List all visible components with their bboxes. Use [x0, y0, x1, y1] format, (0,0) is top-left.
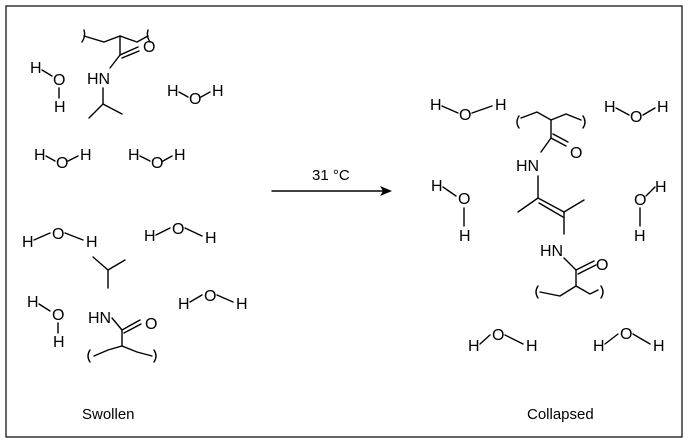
nipam-unit-top: O HN — [81, 29, 155, 119]
hydrogen-atom: H — [80, 147, 92, 164]
water-molecule: H O H — [178, 288, 248, 313]
swollen-caption: Swollen — [82, 406, 135, 423]
hydrogen-atom: H — [655, 179, 667, 196]
hydrogen-atom: H — [178, 296, 190, 313]
hydrogen-atom: H — [212, 83, 224, 100]
water-molecule: H O H — [431, 178, 471, 245]
oxygen-atom: O — [570, 145, 582, 162]
hydrogen-atom: H — [54, 99, 66, 116]
hydrogen-atom: H — [53, 334, 65, 351]
hydrogen-atom: H — [653, 338, 665, 355]
swollen-state: H O H O HN H O H — [22, 29, 248, 423]
hydrogen-atom: H — [86, 234, 98, 251]
hydrogen-atom: H — [128, 147, 140, 164]
amide-nh-label: HN — [88, 310, 111, 327]
reaction-arrow: 31 °C — [271, 167, 392, 196]
water-molecule: H O H — [27, 294, 65, 351]
water-molecule: H O H — [604, 99, 669, 126]
water-molecule: H O H — [144, 221, 217, 247]
hydrogen-atom: H — [468, 338, 480, 355]
hydrogen-atom: H — [657, 99, 669, 116]
water-molecule: H O H — [593, 326, 665, 355]
oxygen-atom: O — [492, 327, 504, 344]
hydrogen-atom: H — [144, 228, 156, 245]
collapsed-caption: Collapsed — [527, 406, 594, 423]
hydrogen-atom: H — [27, 294, 39, 311]
water-molecule: H O H — [430, 97, 507, 124]
hydrogen-atom: H — [22, 234, 34, 251]
oxygen-atom: O — [145, 316, 157, 333]
oxygen-atom: O — [634, 192, 646, 209]
oxygen-atom: O — [52, 226, 64, 243]
water-molecule: H O H — [167, 83, 224, 108]
oxygen-atom: O — [204, 288, 216, 305]
amide-nh-label: HN — [540, 243, 563, 260]
water-molecule: H O H — [634, 179, 667, 245]
hydrogen-atom: H — [459, 228, 471, 245]
hydrogen-atom: H — [167, 83, 179, 100]
water-molecule: H O H — [34, 147, 92, 172]
amide-nh-label: HN — [87, 71, 110, 88]
amide-nh-label: HN — [516, 158, 539, 175]
oxygen-atom: O — [459, 107, 471, 124]
water-molecule: H O H — [30, 60, 66, 116]
hydrogen-atom: H — [431, 178, 443, 195]
oxygen-atom: O — [189, 91, 201, 108]
hydrogen-atom: H — [236, 296, 248, 313]
nipam-unit-bottom: HN O — [87, 256, 157, 363]
oxygen-atom: O — [458, 191, 470, 208]
hydrogen-atom: H — [430, 97, 442, 114]
water-molecule: H O H — [22, 226, 98, 251]
oxygen-atom: O — [630, 109, 642, 126]
temperature-label: 31 °C — [312, 167, 350, 184]
diagram-frame — [5, 5, 683, 438]
hydrogen-atom: H — [205, 230, 217, 247]
water-molecule: H O H — [128, 147, 186, 172]
hydrogen-atom: H — [174, 147, 186, 164]
oxygen-atom: O — [620, 326, 632, 343]
hydrogen-atom: H — [34, 147, 46, 164]
oxygen-atom: O — [56, 155, 68, 172]
hydrogen-atom: H — [495, 97, 507, 114]
collapsed-polymer: O HN HN O — [516, 111, 608, 299]
hydrogen-atom: H — [593, 338, 605, 355]
water-molecule: H O H — [468, 327, 538, 355]
oxygen-atom: O — [172, 221, 184, 238]
hydrogen-atom: H — [30, 60, 42, 77]
oxygen-atom: O — [143, 39, 155, 56]
oxygen-atom: O — [53, 72, 65, 89]
hydrogen-atom: H — [634, 228, 646, 245]
oxygen-atom: O — [52, 307, 64, 324]
oxygen-atom: O — [596, 257, 608, 274]
arrow-head — [380, 186, 392, 196]
oxygen-atom: O — [151, 155, 163, 172]
collapsed-state: H O H H O H O HN — [430, 97, 669, 423]
hydrogen-atom: H — [526, 338, 538, 355]
hydrogen-atom: H — [604, 99, 616, 116]
